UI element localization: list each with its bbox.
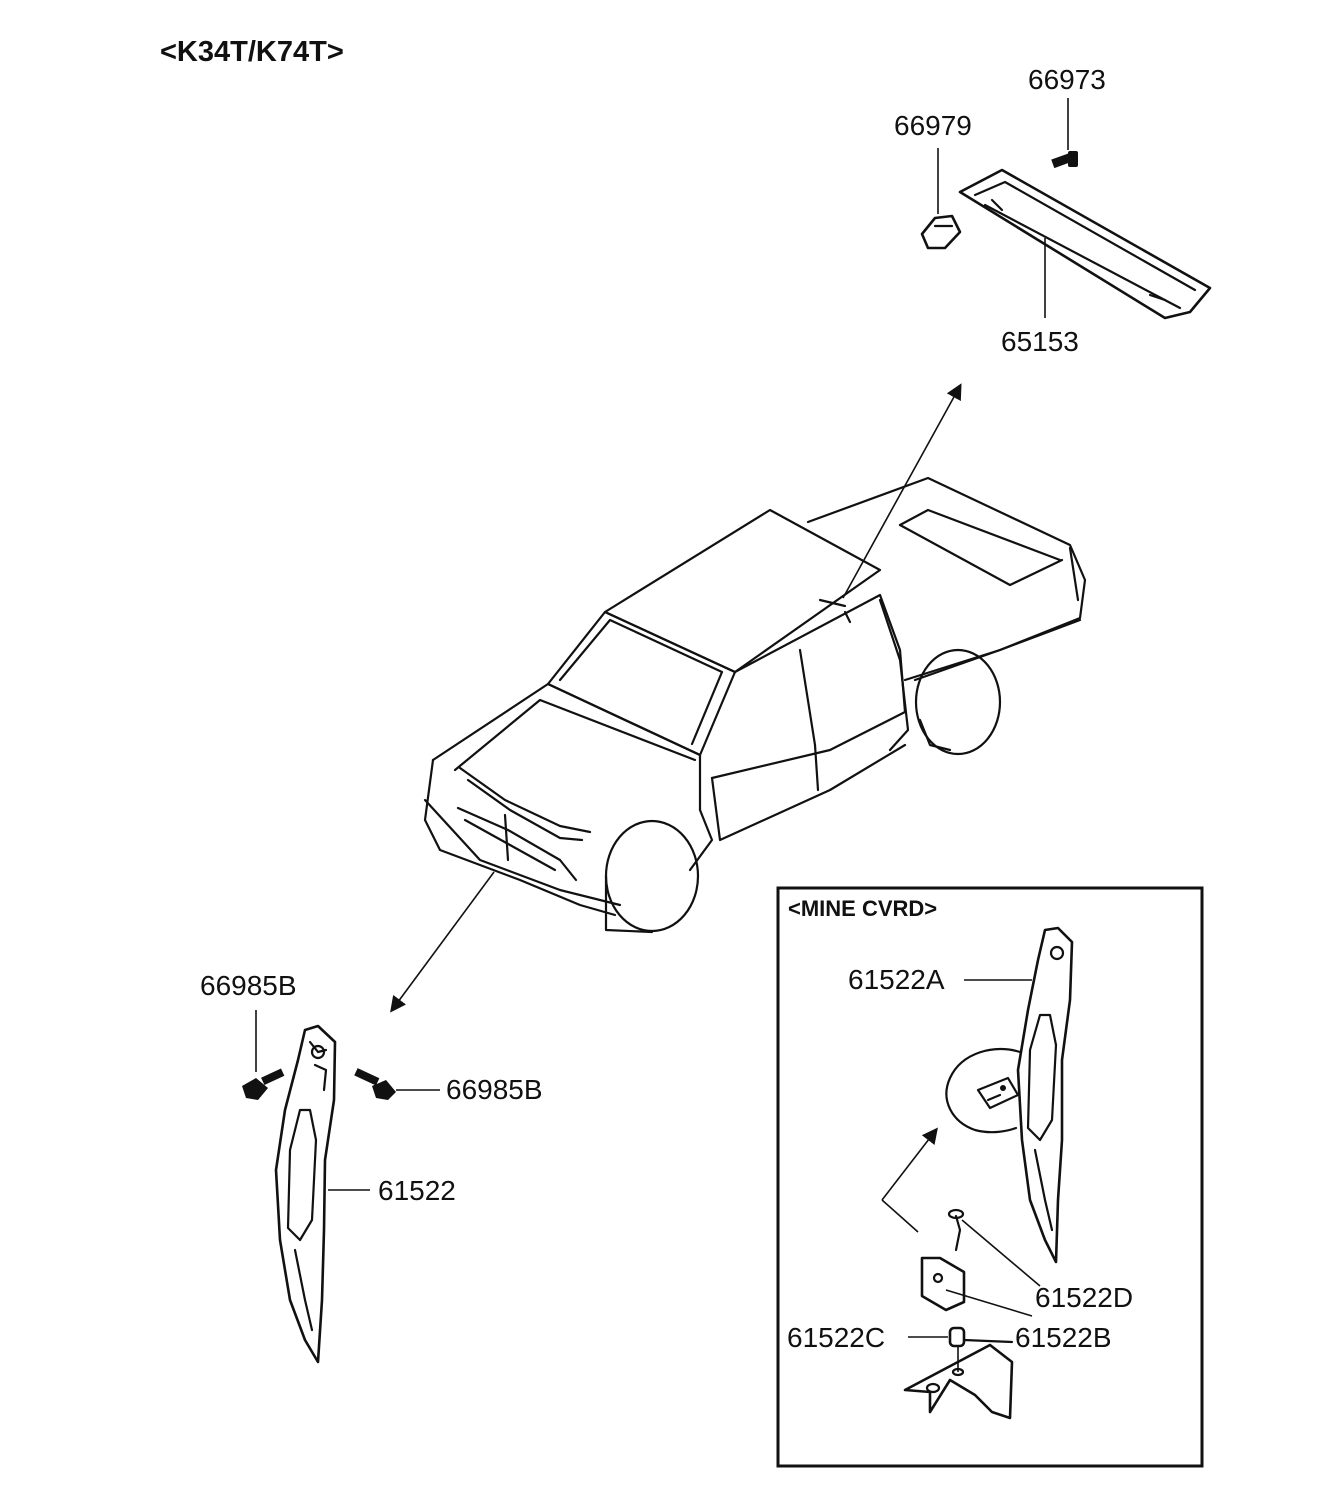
part-label-61522: 61522 — [378, 1175, 456, 1206]
screw-66985b-left-icon — [242, 1010, 285, 1100]
roof-garnish-part — [958, 168, 1212, 320]
mine-cvrd-inset-frame — [776, 886, 1204, 1468]
detail-circle — [945, 1048, 1022, 1134]
mine-cvrd-pillar-part — [1016, 926, 1074, 1264]
part-label-61522a: 61522A — [848, 964, 945, 995]
part-label-66973: 66973 — [1028, 64, 1106, 95]
part-label-65153: 65153 — [1001, 326, 1079, 357]
clip-66979-icon — [920, 148, 962, 250]
page-title: <K34T/K74T> — [160, 36, 344, 68]
part-label-66979: 66979 — [894, 110, 972, 141]
inset-title: <MINE CVRD> — [788, 896, 938, 921]
part-label-61522b: 61522B — [1015, 1322, 1112, 1353]
arrow-to-pillar-part — [390, 871, 495, 1013]
screw-66973-icon — [1051, 98, 1078, 169]
pillar-garnish-part — [274, 1024, 337, 1364]
screw-66985b-right-icon — [354, 1068, 440, 1100]
part-label-66985b-left: 66985B — [200, 970, 297, 1001]
bracket-assembly — [903, 1208, 1041, 1420]
part-label-61522c: 61522C — [787, 1322, 886, 1353]
part-label-61522d: 61522D — [1035, 1282, 1134, 1313]
arrow-to-roof-part — [842, 383, 962, 599]
pickup-truck-illustration — [423, 476, 1087, 934]
part-label-66985b-right: 66985B — [446, 1074, 543, 1105]
